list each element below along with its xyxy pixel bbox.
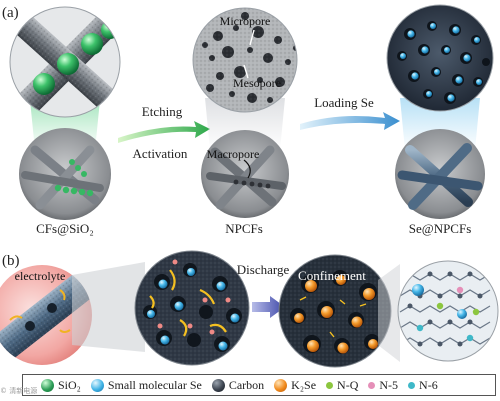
legend-item-carbon: Carbon bbox=[211, 377, 265, 393]
legend-item-k2se: K₂Se bbox=[274, 378, 316, 393]
stage-label-npcfs: NPCFs bbox=[225, 221, 263, 236]
legend-label: N-6 bbox=[419, 377, 438, 392]
legend-item-sio2: SiO₂ bbox=[41, 378, 81, 393]
discharge-label: Discharge bbox=[237, 262, 290, 277]
legend-label: SiO₂ bbox=[58, 377, 81, 392]
panel-a-label: (a) bbox=[2, 5, 19, 21]
watermark: © 清新电源 bbox=[0, 387, 38, 395]
legend-item-n-q: N-Q bbox=[326, 378, 358, 393]
etching-activation-arrow: Etching Activation bbox=[118, 104, 210, 161]
micropore-label: Micropore bbox=[220, 14, 271, 28]
macropore-pointer bbox=[243, 159, 251, 179]
confinement-zoom: Confinement bbox=[278, 254, 392, 368]
pore-discharge-zoom bbox=[134, 250, 250, 366]
n6-dot-icon bbox=[408, 381, 416, 389]
legend-label: N-5 bbox=[379, 377, 399, 392]
legend-label: Carbon bbox=[228, 377, 265, 392]
cfs-sio2-stage: CFs@SiO₂ bbox=[9, 6, 121, 236]
activation-label: Activation bbox=[133, 146, 188, 161]
se-npcfs-stage: Se@NPCFs bbox=[386, 4, 494, 236]
npcfs-stage: Micropore Mesopore Macropore NPCFs bbox=[192, 7, 298, 236]
zoom-cone bbox=[378, 264, 400, 362]
mesopore-label: Mesopore bbox=[233, 76, 281, 90]
carbon-sphere-icon bbox=[211, 378, 225, 392]
legend-item-small-molecular-se: Small molecular Se bbox=[90, 377, 202, 393]
loading-se-arrow: Loading Se bbox=[300, 95, 400, 130]
legend: SiO₂ Small molecular Se Carbon K₂Se N-Q … bbox=[22, 374, 496, 396]
etching-label: Etching bbox=[142, 104, 183, 119]
stage-label-se-npcfs: Se@NPCFs bbox=[409, 221, 472, 236]
macropore-label: Macropore bbox=[207, 147, 260, 161]
mesopore-pointer bbox=[243, 64, 249, 79]
discharge-arrow: Discharge bbox=[237, 262, 290, 318]
se-molecule-icon bbox=[90, 378, 104, 392]
panel-b-label: (b) bbox=[2, 253, 20, 269]
loading-se-label: Loading Se bbox=[314, 95, 374, 110]
electrolyte-label: electrolyte bbox=[15, 269, 66, 283]
zoom-cone bbox=[72, 262, 145, 352]
n-doped-lattice-zoom bbox=[397, 260, 499, 362]
micropore-pointer bbox=[249, 29, 255, 46]
n5-dot-icon bbox=[368, 381, 376, 389]
stage-label-cfs-sio2: CFs@SiO₂ bbox=[36, 221, 94, 236]
nq-dot-icon bbox=[326, 381, 334, 389]
legend-item-n-6: N-6 bbox=[408, 378, 438, 393]
legend-label: Small molecular Se bbox=[107, 377, 202, 392]
confinement-label: Confinement bbox=[298, 268, 366, 283]
legend-label: K₂Se bbox=[291, 377, 317, 392]
legend-item-n-5: N-5 bbox=[368, 378, 398, 393]
k2se-sphere-icon bbox=[274, 378, 288, 392]
legend-label: N-Q bbox=[337, 377, 359, 392]
sio2-sphere-icon bbox=[41, 378, 54, 392]
